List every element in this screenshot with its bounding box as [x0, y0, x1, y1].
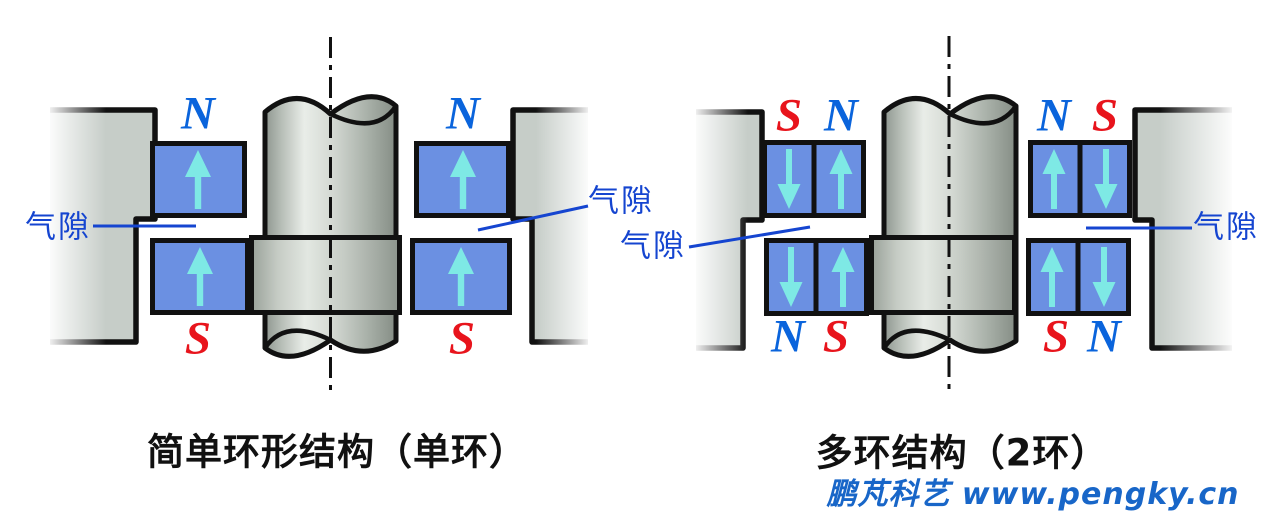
left-diagram-magnet-upper-right	[414, 141, 511, 218]
pole-label: S	[184, 312, 212, 365]
air-gap-label: 气隙	[25, 209, 91, 246]
right-diagram-magnet-pair-lower-right	[1026, 238, 1131, 316]
right-diagram-outer-bracket-right	[1132, 100, 1236, 356]
air-gap-leader-right	[477, 204, 589, 232]
arrow-down-icon	[779, 247, 803, 307]
arrow-up-icon	[1040, 247, 1064, 307]
pole-label: S	[775, 89, 803, 142]
pole-label: S	[1042, 310, 1070, 363]
arrow-up-icon	[185, 150, 211, 209]
left-diagram-outer-bracket-right	[510, 100, 592, 352]
left-diagram-graphic	[46, 37, 592, 392]
air-gap-label: 气隙	[588, 183, 654, 220]
arrow-up-icon	[450, 150, 476, 209]
pole-label: N	[446, 87, 480, 140]
arrow-down-icon	[1094, 149, 1118, 209]
arrow-up-icon	[829, 149, 853, 209]
air-gap-leader-left	[688, 225, 811, 249]
right-diagram-shaft	[869, 94, 1019, 359]
left-diagram-caption: 简单环形结构（单环）	[147, 430, 527, 474]
pole-label: N	[181, 87, 215, 140]
arrow-up-icon	[1042, 149, 1066, 209]
shaft-break-arc-top	[328, 103, 399, 126]
pole-label: N	[1037, 89, 1071, 142]
arrow-down-icon	[1092, 247, 1116, 307]
left-diagram-magnet-lower-right	[410, 238, 512, 315]
pole-label: S	[822, 310, 850, 363]
shaft-break-arc-top	[947, 103, 1019, 126]
right-diagram-magnet-pair-upper-right	[1028, 140, 1132, 218]
arrow-up-icon	[831, 247, 855, 307]
air-gap-label: 气隙	[620, 228, 686, 265]
pole-label: S	[1091, 89, 1119, 142]
left-diagram-shaft-collar	[249, 235, 402, 315]
pole-label: N	[771, 310, 805, 363]
right-diagram-caption: 多环结构（2环）	[815, 431, 1109, 475]
arrow-down-icon	[777, 149, 801, 209]
site-watermark: 鹏芃科艺 www.pengky.cn	[826, 477, 1240, 512]
right-diagram-shaft-collar	[869, 235, 1017, 315]
arrow-up-icon	[448, 247, 474, 306]
air-gap-label: 气隙	[1193, 209, 1259, 246]
shaft-break-arc-bottom	[262, 328, 333, 351]
left-diagram-shaft	[249, 94, 402, 359]
arrow-up-icon	[187, 247, 213, 306]
right-diagram-outer-bracket-left	[692, 102, 765, 356]
right-diagram-magnet-pair-lower-left	[764, 238, 869, 316]
left-diagram-magnet-lower-left	[150, 238, 250, 315]
right-diagram-graphic	[688, 36, 1236, 396]
pole-label: S	[448, 312, 476, 365]
right-diagram-magnet-pair-upper-left	[762, 140, 866, 218]
pole-label: N	[824, 89, 858, 142]
shaft-break-arc-bottom	[881, 328, 953, 351]
pole-label: N	[1087, 310, 1121, 363]
left-diagram-magnet-upper-left	[150, 141, 247, 218]
